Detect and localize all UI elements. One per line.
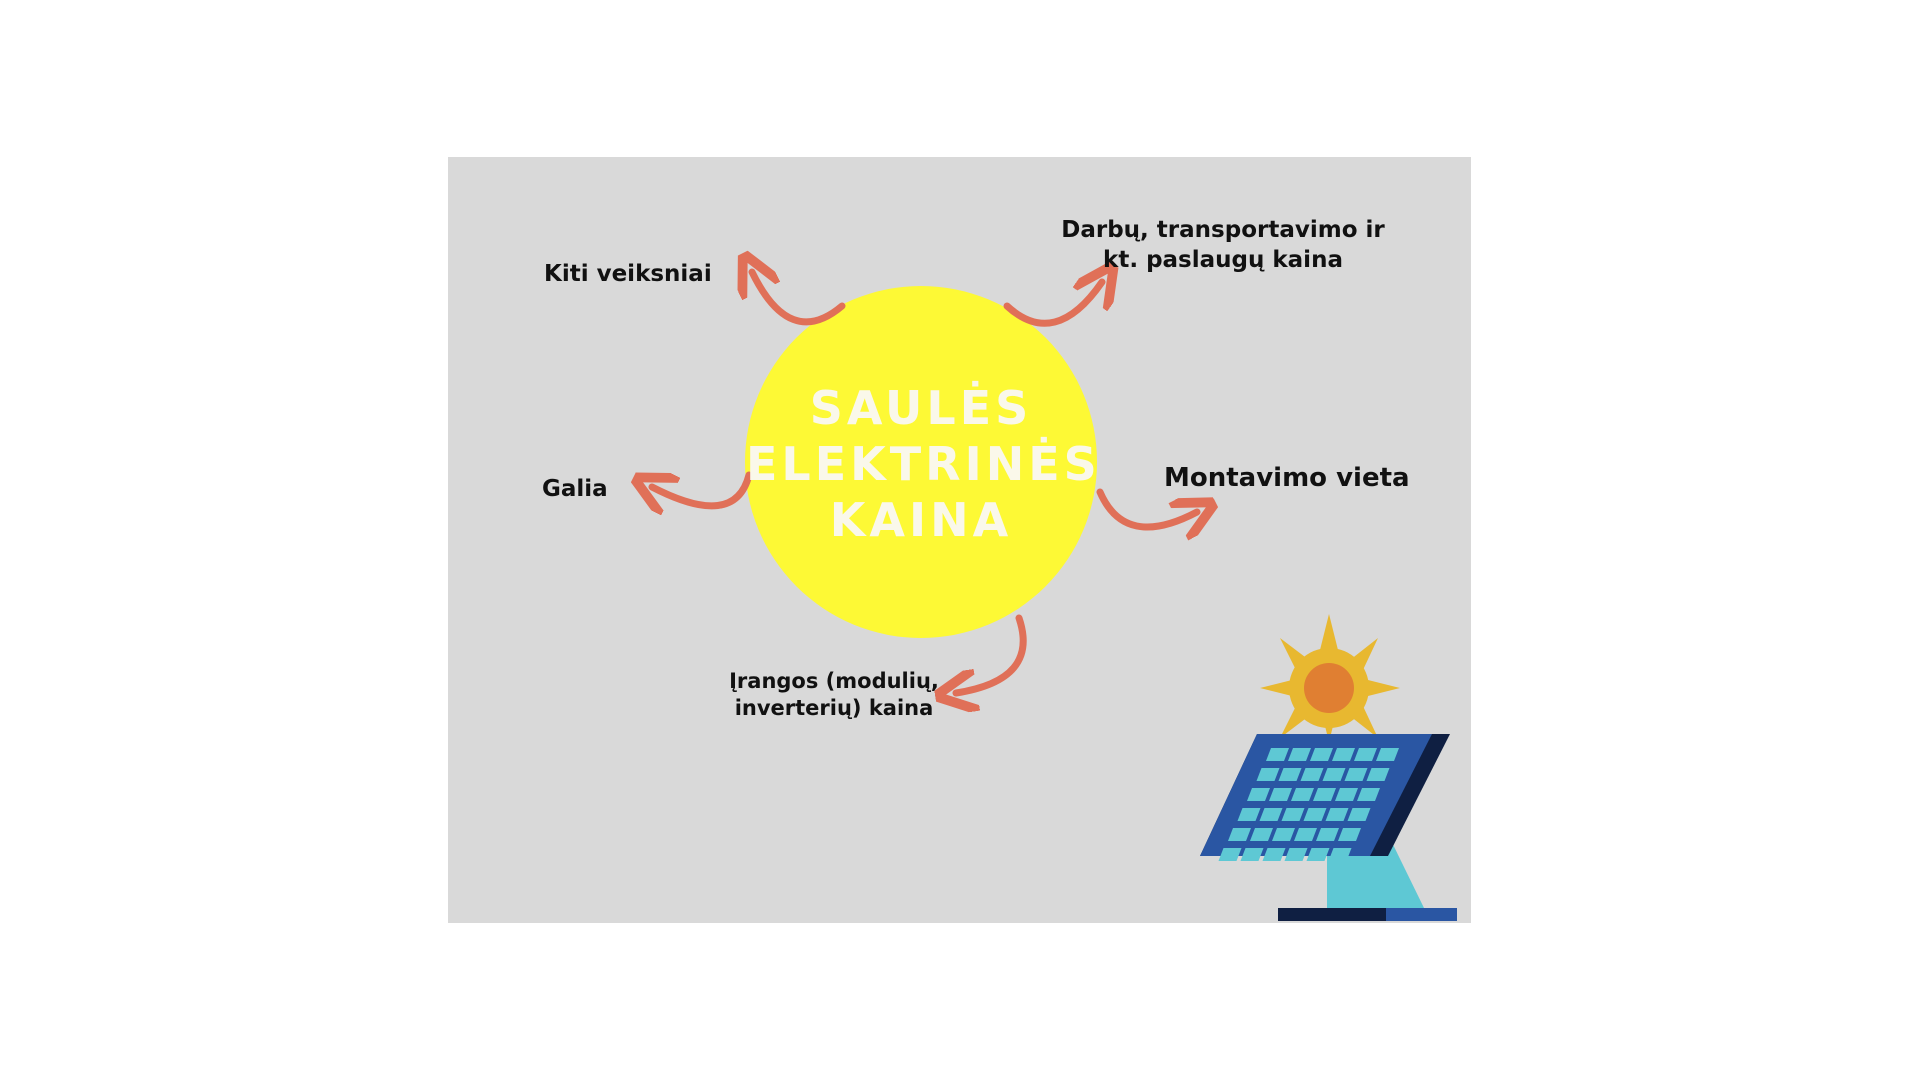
panel-cell <box>1335 788 1358 801</box>
panel-cell <box>1240 848 1264 861</box>
label-other-factors: Kiti veiksniai <box>544 261 712 287</box>
panel-cell <box>1313 788 1336 801</box>
panel-cell <box>1262 848 1286 861</box>
label-work-costs: Darbų, transportavimo ir kt. paslaugų ka… <box>1060 215 1386 275</box>
panel-cell <box>1376 748 1399 761</box>
arrow-work <box>1003 282 1102 327</box>
label-equipment-line-2: inverterių) kaina <box>734 696 934 720</box>
panel-cell <box>1250 828 1273 841</box>
panel-cell <box>1291 788 1314 801</box>
panel-cell <box>1269 788 1292 801</box>
panel-cell <box>1272 828 1295 841</box>
panel-cell <box>1303 808 1327 821</box>
title-line-2: ELEKTRINĖS <box>746 437 1101 491</box>
panel-cell <box>1247 788 1270 801</box>
panel-cell <box>1284 848 1308 861</box>
panel-cell <box>1344 768 1368 781</box>
panel-cell <box>1259 808 1283 821</box>
panel-cell <box>1310 748 1333 761</box>
panel-cell <box>1300 768 1324 781</box>
central-title: SAULĖS ELEKTRINĖS KAINA <box>746 380 1101 548</box>
panel-cell <box>1325 808 1349 821</box>
panel-cell <box>1281 808 1305 821</box>
panel-cell <box>1278 768 1302 781</box>
panel-cell <box>1288 748 1311 761</box>
solar-panel-illustration <box>1200 614 1457 921</box>
panel-cell <box>1228 828 1251 841</box>
panel-cell <box>1306 848 1330 861</box>
panel-cell <box>1366 768 1390 781</box>
arrow-location <box>1096 488 1197 527</box>
panel-cell <box>1347 808 1371 821</box>
panel-cell <box>1256 768 1280 781</box>
panel-cell <box>1332 748 1355 761</box>
title-line-3: KAINA <box>829 493 1013 547</box>
label-equipment: Įrangos (modulių, inverterių) kaina <box>724 668 944 722</box>
label-work-line-2: kt. paslaugų kaina <box>1103 247 1343 273</box>
arrow-equipment <box>956 614 1027 693</box>
label-location: Montavimo vieta <box>1164 463 1410 493</box>
arrow-power <box>652 471 753 506</box>
panel-cell <box>1322 768 1346 781</box>
panel-cell <box>1354 748 1377 761</box>
sun-circle <box>745 286 1097 638</box>
panel-cell <box>1316 828 1339 841</box>
panel-cell <box>1218 848 1242 861</box>
panel-cell <box>1338 828 1361 841</box>
arrow-other <box>752 272 846 326</box>
label-power: Galia <box>542 476 608 502</box>
label-work-line-1: Darbų, transportavimo ir <box>1061 217 1385 243</box>
panel-cell <box>1294 828 1317 841</box>
label-equipment-line-1: Įrangos (modulių, <box>729 669 939 693</box>
title-line-1: SAULĖS <box>809 381 1033 435</box>
panel-cell <box>1328 848 1352 861</box>
panel-cell <box>1266 748 1289 761</box>
panel-cell <box>1357 788 1380 801</box>
panel-cell <box>1237 808 1261 821</box>
